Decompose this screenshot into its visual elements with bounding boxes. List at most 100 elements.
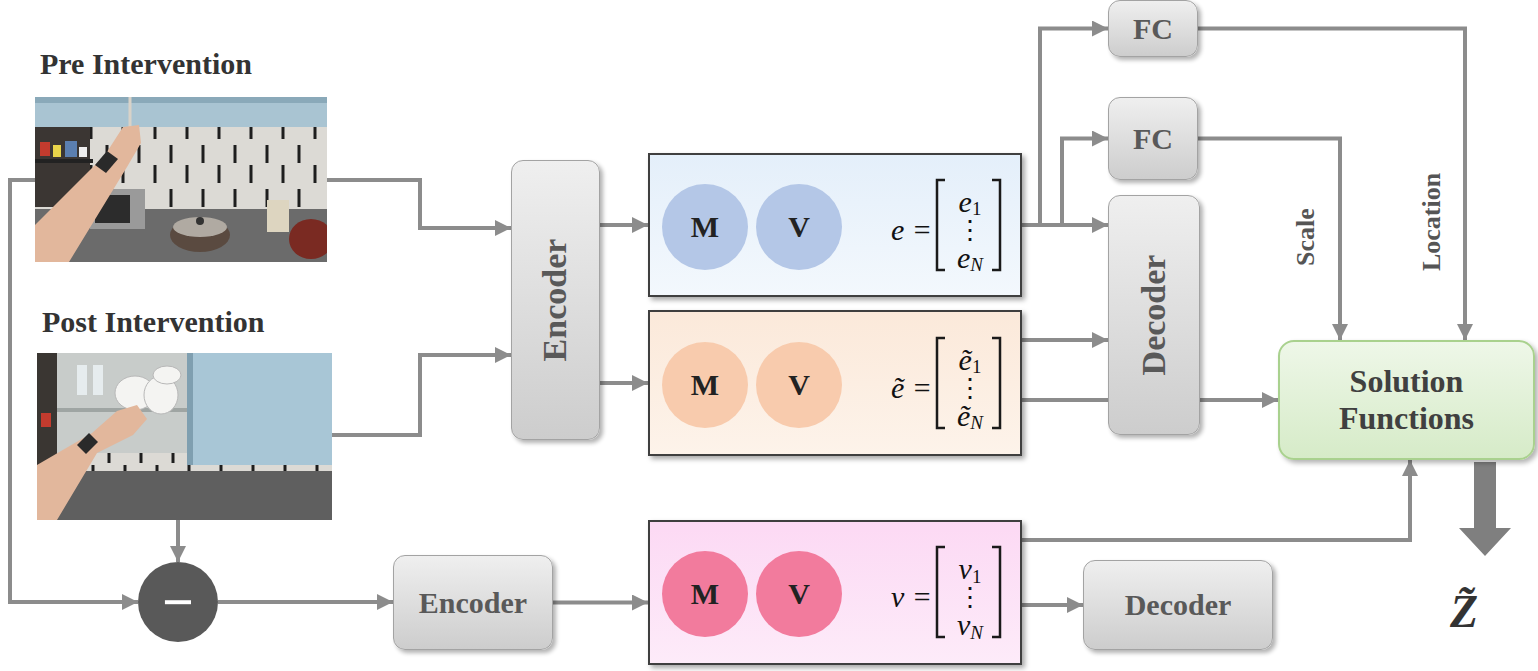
edge-label: Location — [1417, 171, 1447, 273]
mean-circle: M — [662, 551, 748, 637]
left-bracket — [937, 338, 945, 428]
circle-fill — [662, 342, 748, 428]
vector-entry: v — [959, 552, 972, 585]
circle-label: V — [788, 210, 810, 244]
circle-label: M — [691, 210, 719, 244]
vector-entry: e — [957, 241, 970, 274]
output-symbol: Z̃ — [1450, 584, 1478, 639]
connector-arrow — [1022, 139, 1108, 226]
circle-fill — [756, 342, 842, 428]
vector-name: v = — [891, 580, 932, 613]
circle-label: M — [691, 577, 719, 611]
shelf-item — [40, 142, 50, 156]
fc-layer: FC — [1108, 0, 1198, 57]
block-label: FC — [1133, 12, 1173, 46]
image-title: Post Intervention — [42, 305, 264, 339]
connector-arrow — [332, 355, 511, 435]
vector-entry: ẽ — [957, 399, 970, 432]
glass — [93, 365, 103, 395]
vector-entry: e — [959, 185, 972, 218]
fc-layer: FC — [1108, 97, 1198, 180]
block-label: Encoder — [537, 239, 575, 362]
arm — [35, 125, 141, 262]
connector-arrow — [553, 601, 648, 605]
latent-panel: MVv =v1⋮vN — [648, 520, 1022, 665]
variance-circle: V — [756, 551, 842, 637]
block-label: Encoder — [419, 586, 527, 620]
pre-image: Pre Intervention — [35, 45, 327, 262]
cabinet-edge — [35, 97, 327, 103]
connector-arrow — [327, 180, 511, 228]
watch — [77, 433, 98, 454]
block-label: FC — [1133, 122, 1173, 156]
pot — [170, 218, 230, 252]
kettle — [289, 219, 327, 259]
pre-photo — [35, 97, 327, 262]
connector-arrow — [10, 180, 138, 602]
right-bracket — [992, 180, 1000, 270]
image-title: Pre Intervention — [40, 47, 252, 81]
jar — [267, 200, 289, 232]
connector-arrow — [1198, 29, 1465, 341]
latent-panel: MVẽ =ẽ1⋮ẽN — [648, 310, 1022, 456]
vector-entry: ẽ — [959, 343, 972, 376]
right-bracket — [992, 338, 1000, 428]
vector-subscript: N — [970, 413, 983, 434]
variance-circle: V — [756, 342, 842, 428]
edge-label: Scale — [1291, 206, 1321, 268]
connector-arrow — [176, 520, 180, 562]
pot-lid — [173, 217, 227, 237]
solution-box: Solution Functions — [1278, 340, 1535, 460]
cabinet — [35, 97, 327, 127]
shelf-item — [41, 413, 51, 427]
left-bracket — [937, 547, 945, 637]
circle-fill — [756, 551, 842, 637]
block-label: Decoder — [1135, 255, 1173, 376]
post-image: Post Intervention — [37, 303, 332, 520]
handle — [129, 97, 132, 127]
vector-subscript: N — [970, 623, 983, 644]
circle-fill — [662, 551, 748, 637]
vector-entry: v — [957, 608, 970, 641]
tile-wall — [35, 97, 327, 262]
mean-circle: M — [662, 184, 748, 270]
right-bracket — [992, 547, 1000, 637]
latent-panel: MVe =e1⋮eN — [648, 153, 1022, 297]
shelf-item — [79, 147, 87, 157]
connector-arrow — [600, 223, 648, 227]
rack — [35, 159, 93, 163]
connector-arrow — [1022, 29, 1108, 226]
connector-arrow — [1198, 139, 1340, 341]
connector-arrow — [218, 600, 393, 604]
left-bracket — [937, 180, 945, 270]
connector-arrow — [1022, 223, 1108, 227]
vector-name: ẽ = — [891, 371, 932, 404]
connector-arrow — [1022, 338, 1108, 342]
arm — [37, 405, 147, 520]
connector-arrow — [600, 381, 648, 385]
circle-label: M — [691, 368, 719, 402]
operator-symbol: − — [162, 574, 194, 630]
encoder-block: Encoder — [393, 555, 553, 650]
shelf-item — [65, 141, 77, 157]
mean-circle: M — [662, 342, 748, 428]
block-label: Decoder — [1125, 588, 1232, 622]
circle-label: V — [788, 368, 810, 402]
subtract-operator: − — [138, 562, 218, 642]
circle-fill — [138, 562, 218, 642]
door-edge — [187, 353, 193, 465]
vector-brackets — [937, 180, 1000, 637]
block-label: Solution Functions — [1290, 363, 1523, 437]
vector-subscript: N — [970, 255, 983, 276]
shelf — [37, 353, 57, 473]
circle-fill — [662, 184, 748, 270]
lid-knob — [196, 217, 204, 225]
variance-circle: V — [756, 184, 842, 270]
output-arrow — [1459, 462, 1511, 556]
decoder-block: Decoder — [1083, 560, 1273, 650]
connector-arrow — [1022, 603, 1083, 607]
circle-label: V — [788, 577, 810, 611]
shelf-item — [53, 145, 61, 157]
bowl — [153, 366, 181, 384]
